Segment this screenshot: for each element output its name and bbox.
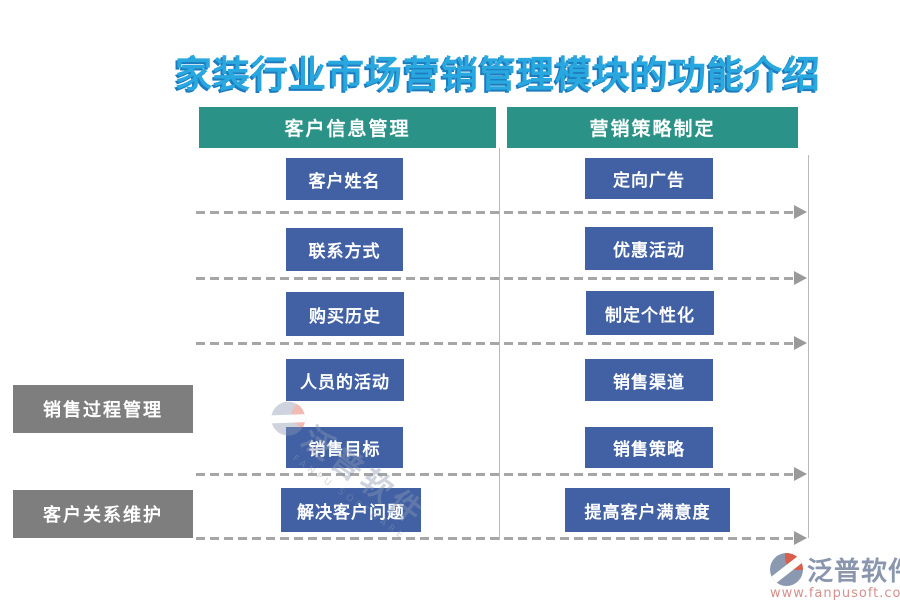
fanpu-logo-icon [770,553,803,586]
dashed-arrow [196,467,807,481]
column-header-marketing-strategy: 营销策略制定 [507,107,798,148]
item-box-targeted-ads: 定向广告 [585,158,713,199]
dashed-arrow [196,205,807,219]
dashed-arrow [196,336,807,350]
side-label-customer-relationship-maintenance: 客户关系维护 [13,490,193,538]
footer-url-text: www.fanpusoft.com [770,586,900,600]
item-box-sales-channel: 销售渠道 [585,359,713,401]
item-box-purchase-history: 购买历史 [286,292,404,336]
footer-brand-text: 泛普软件 [807,557,900,587]
item-box-staff-activity: 人员的活动 [286,359,404,401]
dashed-arrow [196,531,807,545]
item-box-customer-name: 客户姓名 [286,158,403,200]
page-title: 家装行业市场营销管理模块的功能介绍 [175,53,821,96]
item-box-sales-target: 销售目标 [286,427,403,468]
item-box-contact-method: 联系方式 [286,228,403,271]
item-box-personalization: 制定个性化 [586,291,714,335]
item-box-customer-satisfaction: 提高客户满意度 [565,488,730,532]
item-box-promotions: 优惠活动 [585,227,713,270]
column-header-customer-info: 客户信息管理 [199,107,496,148]
footer-logo: 泛普软件 www.fanpusoft.com [770,551,900,600]
item-box-sales-strategy: 销售策略 [585,427,713,468]
dashed-arrow [196,271,807,285]
right-axis-line [808,155,809,538]
item-box-solve-customer-issues: 解决客户问题 [281,488,421,532]
side-label-sales-process-management: 销售过程管理 [13,385,193,433]
